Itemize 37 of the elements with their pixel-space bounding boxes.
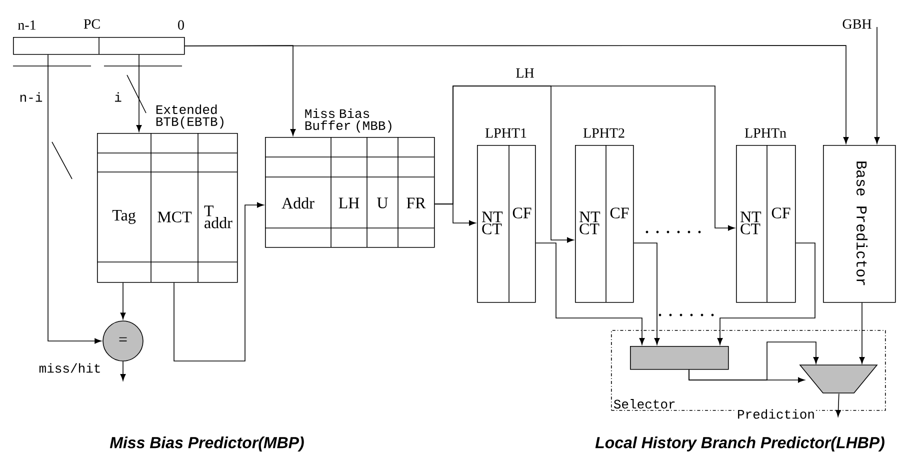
arrow xyxy=(836,393,841,417)
node-label: 0 xyxy=(178,20,184,30)
arrow xyxy=(48,54,102,344)
section-caption: Miss Bias Predictor(MBP) xyxy=(110,436,304,452)
table-column-box: LPHTn NT CT CF xyxy=(736,128,796,303)
table: Miss Bias Buffer (MBB) Addr LH U FR xyxy=(264,108,435,248)
arrow xyxy=(120,361,126,381)
arrow xyxy=(120,282,126,320)
edge-label: LH xyxy=(514,67,536,79)
section-caption: Local History Branch Predictor(LHBP) xyxy=(595,436,884,452)
edge-label: miss/hit xyxy=(38,362,102,374)
edge-label: Prediction xyxy=(736,408,816,420)
edge-label: GBH xyxy=(841,18,873,30)
arrow xyxy=(717,242,816,345)
arrow xyxy=(535,242,645,345)
predictor-box: Base Predictor xyxy=(823,145,896,303)
register-box: n-1 PC 0 xyxy=(13,19,185,55)
arrow xyxy=(874,26,880,144)
node-label: LPHT2 xyxy=(583,128,624,138)
node-label: Miss Bias Buffer (MBB) xyxy=(305,108,392,133)
selector-box xyxy=(630,346,729,370)
arrow xyxy=(184,45,849,144)
table-column-box: LPHT2 NT CT CF xyxy=(575,128,634,303)
arrow xyxy=(688,342,819,380)
arrow xyxy=(136,54,142,132)
arrow xyxy=(633,242,660,345)
node-label: Extended BTB(EBTB) xyxy=(156,104,224,129)
edge-label: i xyxy=(113,91,123,103)
node-label: n-1 xyxy=(18,20,36,30)
node-label: LPHT1 xyxy=(485,128,526,138)
arrow xyxy=(859,302,865,364)
node-label: LPHTn xyxy=(744,128,786,138)
arrow xyxy=(174,202,264,362)
edge-label: n-i xyxy=(18,91,44,103)
table-column-box: LPHT1 NT CT CF xyxy=(477,128,536,303)
node-label: PC xyxy=(84,19,100,29)
arrow xyxy=(434,86,735,231)
